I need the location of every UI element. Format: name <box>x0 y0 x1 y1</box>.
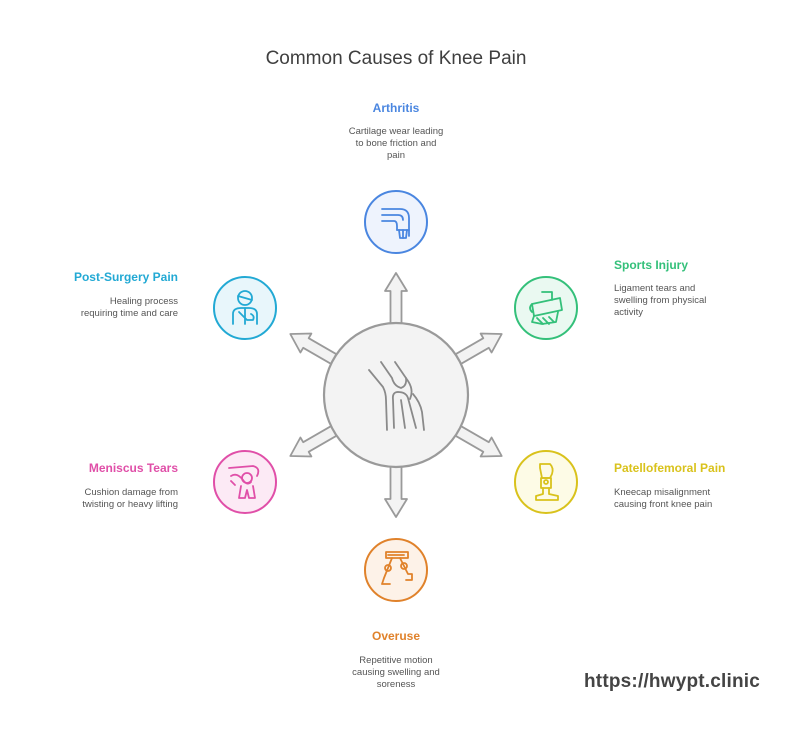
leg-knee-icon <box>535 463 559 501</box>
knee-brace-icon <box>381 208 410 239</box>
desc-line: causing front knee pain <box>614 499 713 510</box>
overuse-node <box>364 538 428 602</box>
knee-joint-icon <box>368 361 425 431</box>
patellofemoral-pain-node <box>514 450 578 514</box>
running-legs-icon <box>381 551 413 585</box>
desc-line: swelling from physical <box>614 295 707 306</box>
meniscus-tears-label: Meniscus Tears <box>88 461 178 475</box>
desc-line: Cartilage wear leading <box>348 126 444 137</box>
desc-line: Kneecap misalignment <box>614 487 711 498</box>
desc-line: twisting or heavy lifting <box>82 499 178 510</box>
desc-line: requiring time and care <box>80 308 178 319</box>
cause-nodes <box>213 190 578 602</box>
desc-line: Ligament tears and <box>614 283 696 294</box>
overuse-label: Overuse <box>371 629 421 643</box>
patellofemoral-pain-description: Kneecap misalignment causing front knee … <box>614 487 712 511</box>
meniscus-tears-description: Cushion damage from twisting or heavy li… <box>82 487 178 511</box>
sports-injury-node <box>514 276 578 340</box>
patellofemoral-pain-circle <box>514 450 578 514</box>
desc-line: causing swelling and <box>352 667 440 678</box>
sports-injury-description: Ligament tears and swelling from physica… <box>614 283 706 319</box>
desc-line: Healing process <box>109 296 178 307</box>
meniscus-tears-node <box>213 450 277 514</box>
desc-line: pain <box>387 150 405 161</box>
post-surgery-pain-description: Healing process requiring time and care <box>81 296 178 320</box>
desc-line: activity <box>614 307 644 318</box>
footer-url[interactable]: https://hwypt.clinic <box>584 671 761 692</box>
center-circle <box>322 321 470 469</box>
desc-line: soreness <box>376 679 416 690</box>
patellofemoral-pain-label: Patellofemoral Pain <box>614 461 726 475</box>
patient-sling-icon <box>232 290 258 325</box>
sports-injury-circle <box>514 276 578 340</box>
post-surgery-pain-label: Post-Surgery Pain <box>73 270 178 284</box>
arthritis-node <box>364 190 428 254</box>
overuse-description: Repetitive motion causing swelling and s… <box>296 655 496 691</box>
page-title: Common Causes of Knee Pain <box>265 48 527 69</box>
post-surgery-pain-node <box>213 276 277 340</box>
arthritis-description: Cartilage wear leading to bone friction … <box>296 126 496 162</box>
sports-injury-label: Sports Injury <box>614 258 689 272</box>
desc-line: Cushion damage from <box>84 487 178 498</box>
bandaged-leg-icon <box>529 291 563 325</box>
overuse-circle <box>364 538 428 602</box>
arthritis-label: Arthritis <box>372 101 420 115</box>
desc-line: to bone friction and <box>355 138 437 149</box>
desc-line: Repetitive motion <box>359 655 433 666</box>
knee-twist-icon <box>228 465 260 499</box>
